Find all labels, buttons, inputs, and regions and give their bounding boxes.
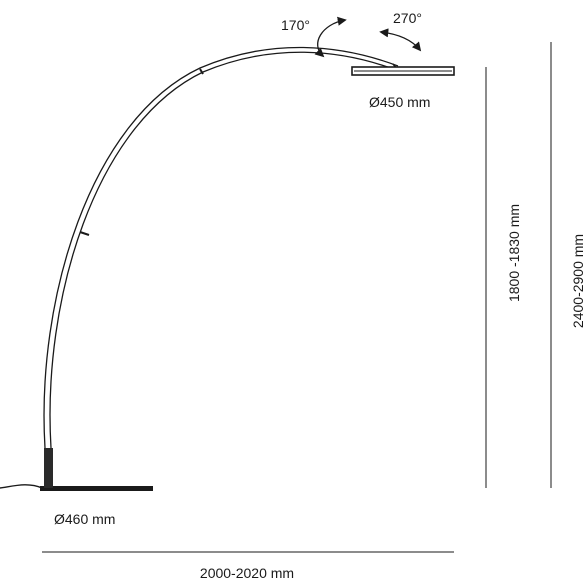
pole-sleeve bbox=[44, 448, 53, 488]
lamp-arc-inner bbox=[49, 51, 397, 449]
total-height-label: 2400-2900 mm bbox=[570, 234, 586, 328]
base-diameter-label: Ø460 mm bbox=[54, 511, 115, 527]
shade-diameter-label: Ø450 mm bbox=[369, 94, 430, 110]
power-cable bbox=[0, 484, 43, 489]
rotation-head-label: 170° bbox=[281, 17, 310, 33]
reach-label: 2000-2020 mm bbox=[200, 565, 294, 581]
lamp-base bbox=[40, 486, 153, 491]
rotation-shade-label: 270° bbox=[393, 10, 422, 26]
lamp-arc-outer bbox=[43, 46, 399, 449]
arc-height-label: 1800 -1830 mm bbox=[506, 204, 522, 302]
arc-joint-lower bbox=[79, 231, 90, 236]
rotation-arrow-icon bbox=[379, 28, 422, 52]
arc-joint-upper bbox=[199, 68, 204, 75]
rotation-arrow-icon bbox=[314, 16, 347, 58]
